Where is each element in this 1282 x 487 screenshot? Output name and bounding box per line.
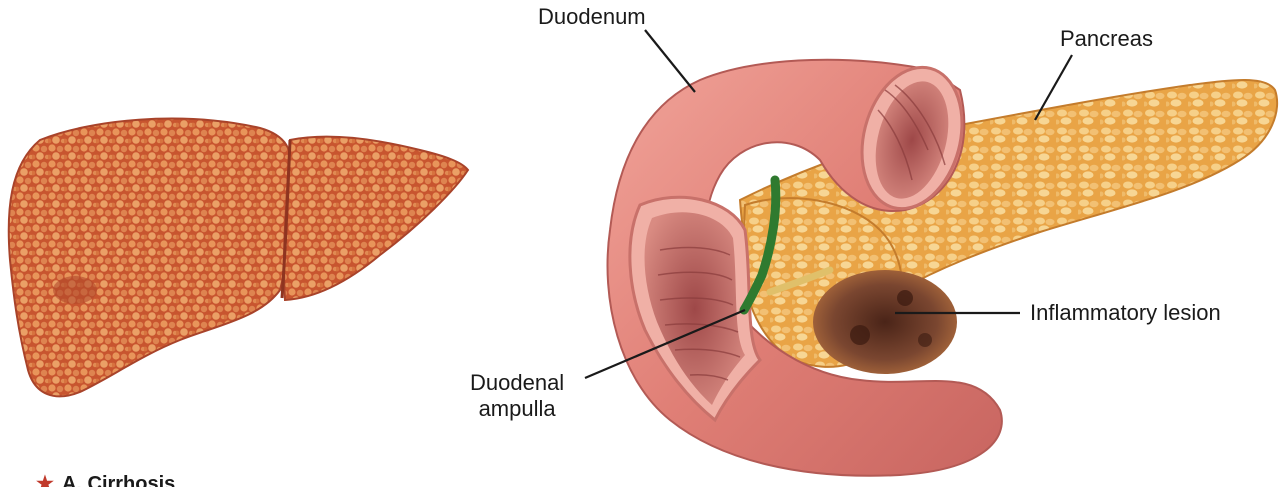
inflammatory-lesion-label: Inflammatory lesion xyxy=(1030,300,1221,326)
pancreas-label: Pancreas xyxy=(1060,26,1153,52)
caption-marker-icon: ★ xyxy=(36,474,54,487)
liver-right-lobe xyxy=(9,119,292,397)
lesion-spot xyxy=(918,333,932,347)
lesion-spot xyxy=(897,290,913,306)
inflammatory-lesion-mass xyxy=(813,270,957,374)
figure-caption: ★ A. Cirrhosis xyxy=(36,474,175,487)
duodenal-ampulla-label-line1: Duodenal xyxy=(470,370,564,396)
liver-left-lobe xyxy=(284,137,468,300)
duodenal-ampulla-label: Duodenal ampulla xyxy=(470,370,564,422)
duodenum-label: Duodenum xyxy=(538,4,646,30)
duodenal-ampulla-label-line2: ampulla xyxy=(470,396,564,422)
caption-text: A. Cirrhosis xyxy=(62,474,175,487)
lesion-spot xyxy=(850,325,870,345)
liver-gallbladder-fossa xyxy=(53,276,97,304)
cirrhotic-liver xyxy=(9,119,468,397)
duodenum-leader xyxy=(645,30,695,92)
